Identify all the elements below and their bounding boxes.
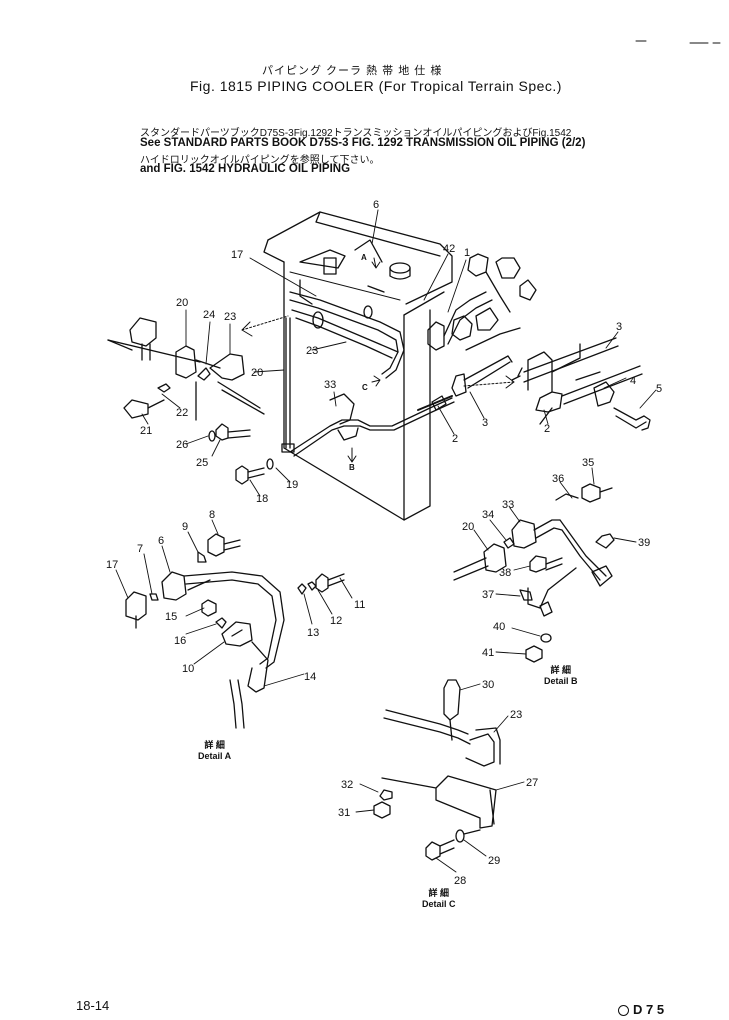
- cooler-upper-piping: [289, 257, 405, 379]
- callout-3b: 3: [482, 417, 488, 429]
- callout-4: 4: [630, 375, 636, 387]
- detail-b-jp-label: 詳 細: [550, 665, 572, 675]
- callout-a-11: 11: [354, 599, 365, 611]
- detail-b-drawing: [453, 483, 615, 663]
- callout-a-6: 6: [158, 535, 164, 547]
- callout-20b: 20: [251, 367, 263, 379]
- callout-a-8: 8: [209, 509, 215, 521]
- callout-b-34: 34: [482, 509, 494, 521]
- leader-arrows: [241, 257, 515, 463]
- callout-42: 42: [443, 243, 455, 255]
- detail-b-en-label: Detail B: [544, 676, 578, 686]
- callout-3: 3: [616, 321, 622, 333]
- callout-23: 23: [224, 311, 236, 323]
- callout-a-10: 10: [182, 663, 194, 675]
- model-code: D 7 5: [618, 1002, 664, 1017]
- page-number: 18-14: [76, 998, 110, 1013]
- view-marker-b: B: [349, 463, 355, 472]
- note-english-line-2: and FIG. 1542 HYDRAULIC OIL PIPING: [140, 163, 351, 175]
- callout-c-32: 32: [341, 779, 353, 791]
- callout-6: 6: [373, 199, 379, 211]
- callout-b-37: 37: [482, 589, 494, 601]
- note-japanese-line-1: スタンダードパーツブックD75S-3Fig.1292トランスミッションオイルパイ…: [140, 128, 572, 139]
- note-japanese-line-2: ハイドロリックオイルパイピングを参照して下さい。: [140, 155, 380, 166]
- detail-a-label: 詳 細 Detail A: [198, 740, 231, 762]
- callout-26: 26: [176, 439, 188, 451]
- detail-c-en-label: Detail C: [422, 899, 456, 909]
- callout-c-27: 27: [526, 777, 538, 789]
- cooler-lower-piping: [289, 355, 513, 457]
- callout-22: 22: [176, 407, 188, 419]
- callout-b-41: 41: [482, 647, 494, 659]
- callout-b-33: 33: [502, 499, 514, 511]
- callout-b-38: 38: [499, 567, 511, 579]
- view-marker-c: C: [362, 383, 368, 392]
- callout-21: 21: [140, 425, 152, 437]
- callout-19: 19: [286, 479, 298, 491]
- detail-c-jp-label: 詳 細: [428, 888, 450, 898]
- view-markers: A B C: [349, 253, 368, 472]
- scan-marks: [635, 40, 721, 44]
- bolts-lower-left: [208, 423, 274, 485]
- callout-leader-lines: [115, 209, 657, 873]
- callout-a-12: 12: [330, 615, 342, 627]
- callout-c-29: 29: [488, 855, 500, 867]
- callout-2: 2: [452, 433, 458, 445]
- callout-24: 24: [203, 309, 215, 321]
- view-marker-a: A: [361, 253, 367, 262]
- japanese-title: パイピング クーラ 熱 帯 地 仕 様: [262, 65, 443, 77]
- callout-b-36: 36: [552, 473, 564, 485]
- callout-a-13: 13: [307, 627, 319, 639]
- detail-c-label: 詳 細 Detail C: [422, 888, 456, 910]
- callout-a-14: 14: [304, 671, 316, 683]
- figure-title: Fig. 1815 PIPING COOLER (For Tropical Te…: [190, 78, 562, 94]
- cooler-core: [263, 211, 453, 521]
- detail-a-jp-label: 詳 細: [204, 740, 225, 750]
- detail-c-callouts: 30 23 27 32 31 28 29: [338, 679, 538, 887]
- callout-b-20: 20: [462, 521, 474, 533]
- callout-c-28: 28: [454, 875, 466, 887]
- callout-b-35: 35: [582, 457, 594, 469]
- detail-a-callouts: 8 9 6 7 17 15 16 10 11 12 13 14: [106, 509, 365, 683]
- main-callouts: 6 17 42 1 20 24 23 3 4 5 23 20 33 2 22 2…: [140, 199, 662, 505]
- detail-b-label: 詳 細 Detail B: [544, 665, 578, 687]
- callout-a-15: 15: [165, 611, 177, 623]
- callout-a-17: 17: [106, 559, 118, 571]
- callout-c-31: 31: [338, 807, 350, 819]
- callout-23b: 23: [306, 345, 318, 357]
- callout-2b: 2: [544, 423, 550, 435]
- left-clamp-assembly: [107, 317, 265, 421]
- callout-a-9: 9: [182, 521, 188, 533]
- detail-c-drawing: [373, 679, 501, 861]
- vertical-pipe: [281, 317, 295, 453]
- note-english-line-1: See STANDARD PARTS BOOK D75S-3 FIG. 1292…: [140, 137, 586, 149]
- callout-a-16: 16: [174, 635, 186, 647]
- callout-b-39: 39: [638, 537, 650, 549]
- callout-33: 33: [324, 379, 336, 391]
- callout-17: 17: [231, 249, 243, 261]
- model-code-text: D 7 5: [633, 1002, 665, 1017]
- hose-clamp-cluster: [427, 253, 537, 351]
- callout-5: 5: [656, 383, 662, 395]
- circled-one-icon: [618, 1005, 629, 1017]
- callout-b-40: 40: [493, 621, 505, 633]
- callout-18: 18: [256, 493, 268, 505]
- detail-a-en-label: Detail A: [198, 751, 232, 761]
- callout-20: 20: [176, 297, 188, 309]
- detail-b-callouts: 35 36 33 34 20 38 39 37 40 41: [462, 457, 650, 659]
- right-clamp-assembly: [511, 337, 651, 431]
- callout-c-30: 30: [482, 679, 494, 691]
- callout-c-23: 23: [510, 709, 522, 721]
- callout-25: 25: [196, 457, 208, 469]
- callout-1: 1: [464, 247, 470, 259]
- callout-a-7: 7: [137, 543, 143, 555]
